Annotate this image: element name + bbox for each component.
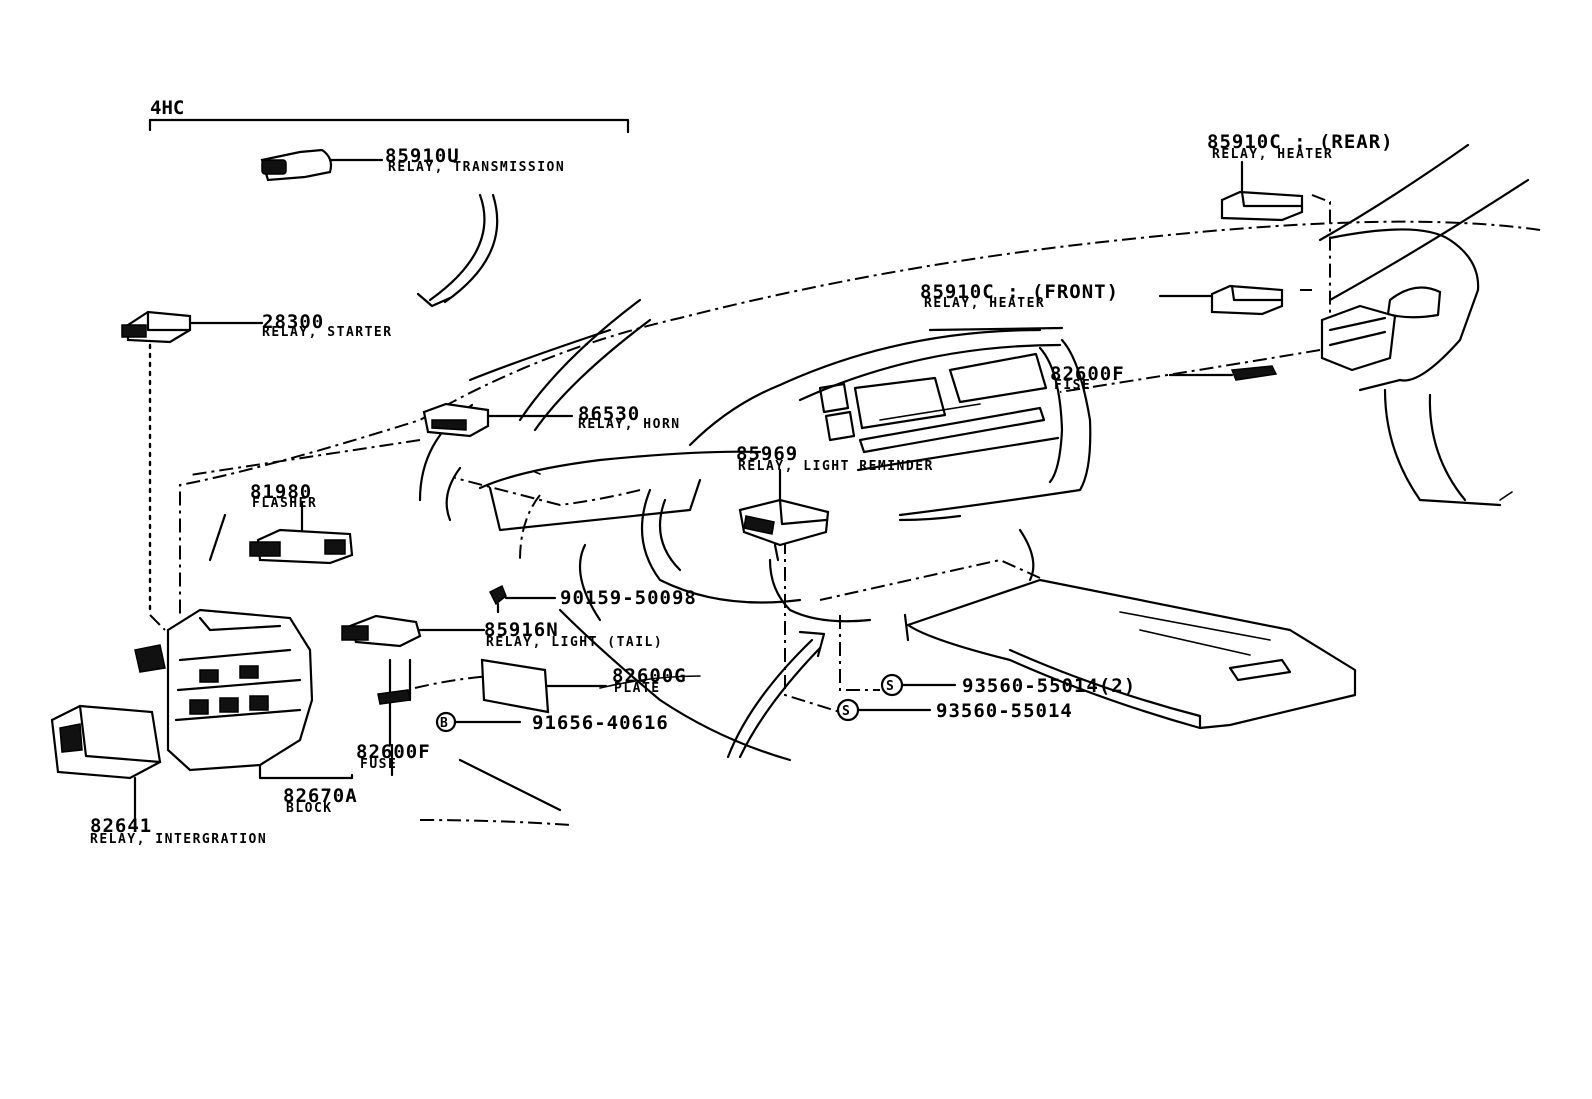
part-number-90159: 90159-50098 [560, 587, 697, 609]
relay-heater-rear-icon [1220, 160, 1304, 222]
junction-block-icon [134, 608, 314, 780]
fuse-box-right-icon [1320, 304, 1397, 372]
part-number-81980: 81980 [250, 481, 312, 503]
part-desc-85910u: RELAY, TRANSMISSION [388, 160, 565, 175]
dashboard-outline [179, 143, 1541, 826]
part-number-82600f-right: 82600F [1050, 363, 1125, 385]
fuse-bottom-icon [377, 689, 411, 705]
section-label: 4HC [150, 97, 184, 119]
part-desc-82641: RELAY, INTERGRATION [90, 832, 267, 847]
part-desc-82670a: BLOCK [286, 801, 333, 816]
part-number-28300: 28300 [262, 311, 324, 333]
part-number-85910u: 85910U [385, 145, 460, 167]
part-number-85969: 85969 [736, 443, 798, 465]
part-number-82600g: 82600G [612, 665, 687, 687]
part-desc-82600f-left: FUSE [360, 757, 397, 772]
screw-mark-1: S [886, 679, 894, 694]
relay-starter-icon [121, 310, 264, 344]
section-bracket [148, 118, 630, 134]
center-console [819, 558, 1357, 730]
part-desc-85910c-rear: RELAY, HEATER [1212, 147, 1333, 162]
part-desc-82600f-right: FISE [1054, 378, 1091, 393]
screw-mark-2: S [842, 704, 850, 719]
screw-2-icon: S [836, 698, 932, 722]
relay-horn-icon [422, 402, 574, 438]
bolt-90159-icon [488, 584, 557, 614]
part-number-91656: 91656-40616 [532, 712, 669, 734]
screw-1-icon: S [880, 673, 957, 697]
part-number-85910c-rear: 85910C : (REAR) [1207, 131, 1394, 153]
relay-light-tail-icon [341, 614, 486, 648]
part-number-82600f-left: 82600F [356, 741, 431, 763]
part-desc-85969: RELAY, LIGHT REMINDER [738, 459, 934, 474]
fuse-right-icon [1168, 365, 1278, 381]
part-desc-82600g: PLATE [614, 681, 661, 696]
relay-transmission-icon [260, 148, 384, 182]
part-desc-85910c-front: RELAY, HEATER [924, 296, 1045, 311]
part-number-85916n: 85916N [484, 619, 559, 641]
part-number-93560: 93560-55014 [936, 700, 1073, 722]
part-desc-28300: RELAY, STARTER [262, 325, 393, 340]
part-desc-86530: RELAY, HORN [578, 417, 681, 432]
part-number-93560-x2: 93560-55014(2) [962, 675, 1136, 697]
part-number-86530: 86530 [578, 403, 640, 425]
relay-heater-front-icon [1158, 284, 1284, 316]
relay-light-reminder-icon [738, 468, 830, 562]
flasher-icon [249, 500, 354, 565]
leader-lines [148, 194, 1331, 747]
part-number-82641: 82641 [90, 815, 152, 837]
part-number-82670a: 82670A [283, 785, 358, 807]
bolt-mark: B [440, 716, 448, 731]
part-labels: 85910U RELAY, TRANSMISSION 28300 RELAY, … [90, 131, 1394, 847]
part-desc-81980: FLASHER [252, 496, 317, 511]
part-desc-85916n: RELAY, LIGHT (TAIL) [486, 635, 663, 650]
assembly-arrows [416, 193, 826, 759]
plate-icon [480, 658, 608, 714]
bolt-91656-icon: B [435, 711, 522, 733]
relay-integration-icon [50, 704, 162, 832]
part-number-85910c-front: 85910C : (FRONT) [920, 281, 1119, 303]
block-leader-icon [260, 743, 394, 780]
